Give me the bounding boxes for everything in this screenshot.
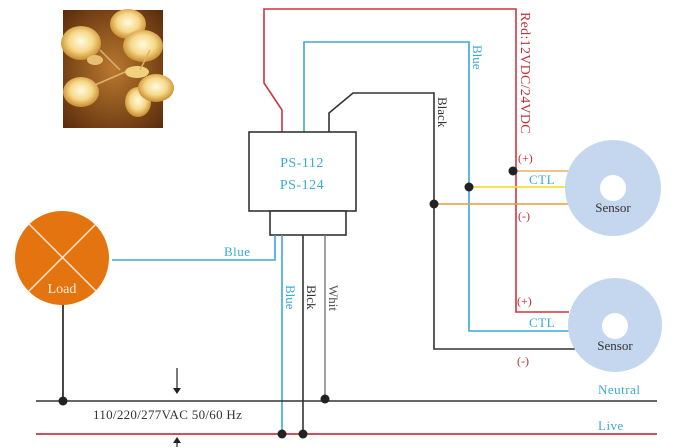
junction-dot [58,396,68,406]
blue-wire-top [303,41,570,332]
load-blue-label: Blue [224,244,251,259]
load-symbol [15,211,109,305]
sensor-1-ctl-label: CTL [529,172,555,187]
sensor-2-plus-label: (+) [517,294,532,308]
voltage-label: 110/220/277VAC 50/60 Hz [93,407,242,422]
black-top-label: Black [435,97,450,128]
arrow-down-icon [173,368,181,394]
sensor-2-label: Sensor [597,338,633,353]
load-label: Load [48,282,77,297]
sensor-2 [568,278,662,372]
down-black-label: Blck [304,285,319,310]
down-blue-label: Blue [283,285,298,310]
chandelier-photo [61,9,174,128]
model-2-label: PS-124 [280,178,324,193]
down-white-label: Whit [326,285,341,311]
sensor-1-minus-label: (-) [518,209,530,223]
black-wire-top [328,92,575,350]
blue-top-label: Blue [470,45,485,70]
junction-dot [277,429,287,439]
sensor-1-plus-label: (+) [518,151,533,165]
junction-dot [464,182,474,192]
red-wire-label: Red:12VDC/24VDC [517,12,532,134]
junction-dot [298,429,308,439]
sensor-2-minus-label: (-) [517,354,529,368]
arrow-up-icon [173,437,181,447]
junction-dot [429,199,439,209]
device-box [248,131,357,212]
live-label: Live [598,418,624,433]
junction-dot [508,166,518,176]
red-wire [263,8,569,313]
sensor-2-ctl-label: CTL [529,315,555,330]
load-blue-wire [112,235,276,261]
junction-dot [320,394,330,404]
model-1-label: PS-112 [280,156,324,171]
device-connector [269,210,347,236]
sensor-1-label: Sensor [595,200,631,215]
sensor-1 [565,140,661,236]
neutral-label: Neutral [598,382,640,397]
